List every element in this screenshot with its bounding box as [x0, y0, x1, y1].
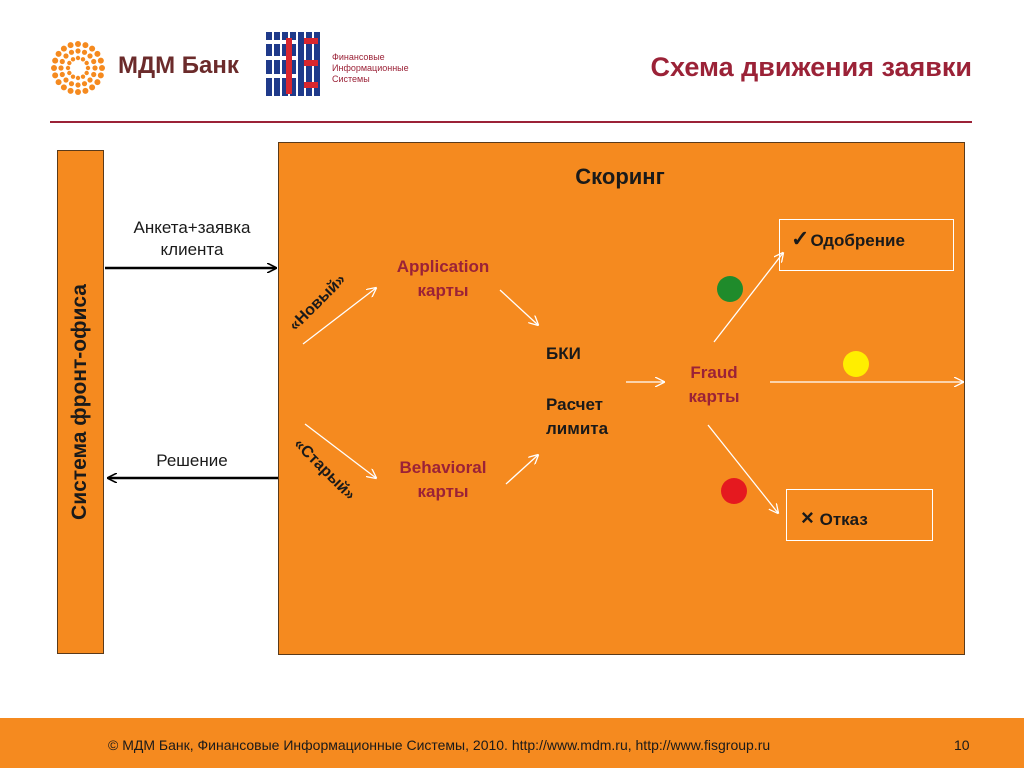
- fraud-cards-label: Fraud карты: [668, 361, 760, 409]
- logo-dot: [55, 50, 62, 57]
- logo-dot: [67, 70, 72, 76]
- logo-dot: [82, 42, 89, 49]
- green-signal-dot: [717, 276, 743, 302]
- logo-dot: [60, 45, 67, 52]
- logo-dot: [82, 87, 89, 94]
- new-client-arrow: [302, 288, 376, 345]
- application-cards-line-2: карты: [417, 281, 469, 300]
- logo-dot: [85, 65, 91, 71]
- cross-icon: ×: [801, 505, 814, 530]
- fraud-cards-line-1: Fraud: [690, 363, 738, 382]
- logo-dot: [68, 81, 75, 87]
- logo-dot: [67, 60, 72, 66]
- decision-label: Решение: [156, 451, 228, 470]
- logo-dot: [67, 42, 74, 49]
- logo-dot: [89, 84, 96, 91]
- logo-dot: [75, 82, 81, 88]
- logo-dot: [59, 58, 65, 65]
- logo-dot: [75, 41, 81, 47]
- logo-dot: [63, 53, 69, 59]
- yellow-signal-dot: [843, 351, 869, 377]
- logo-dot: [59, 71, 65, 78]
- logo-dot: [81, 81, 88, 87]
- old-client-arrow: [304, 423, 376, 478]
- application-to-bki-arrow: [499, 289, 538, 325]
- logo-dot: [55, 79, 62, 86]
- rejection-text: × Отказ: [801, 505, 868, 531]
- logo-dot: [87, 53, 93, 59]
- fis-logo-text: Финансовые Информационные Системы: [332, 52, 409, 85]
- logo-dot: [67, 87, 74, 94]
- behavioral-cards-line-1: Behavioral: [399, 458, 487, 477]
- approval-text: ✓Одобрение: [791, 226, 905, 252]
- logo-dot: [97, 57, 104, 64]
- request-label-line-1: Анкета+заявка: [133, 218, 251, 237]
- fraud-cards-line-2: карты: [688, 387, 740, 406]
- bank-logo-text: МДМ Банк: [118, 52, 239, 79]
- page-number: 10: [954, 737, 970, 753]
- footer-copyright: © МДМ Банк, Финансовые Информационные Си…: [108, 737, 771, 753]
- fis-logo-line-2: Информационные: [332, 63, 409, 73]
- logo-dot: [68, 49, 75, 55]
- logo-dot: [75, 89, 81, 95]
- behavioral-cards-label: Behavioral карты: [368, 456, 518, 504]
- logo-dot: [51, 65, 57, 71]
- fraud-to-rejection-arrow: [707, 424, 778, 513]
- behavioral-to-bki-arrow: [505, 455, 538, 485]
- header-divider: [50, 121, 972, 123]
- logo-dot: [84, 70, 89, 76]
- logo-dot: [70, 74, 76, 79]
- logo-dot: [80, 74, 86, 79]
- approval-box: [779, 219, 954, 271]
- rejection-box: [786, 489, 933, 541]
- logo-dot: [60, 84, 67, 91]
- logo-dot: [99, 65, 105, 71]
- bki-label: БКИ: [546, 344, 581, 363]
- logo-dot: [92, 65, 98, 71]
- application-cards-line-1: Application: [396, 257, 490, 276]
- front-office-box: [57, 150, 104, 654]
- logo-dot: [94, 50, 101, 57]
- fis-logo-line-1: Финансовые: [332, 52, 385, 62]
- request-label-line-2: клиента: [160, 240, 224, 259]
- scoring-title: Скоринг: [575, 164, 665, 189]
- limit-calculation-label: Расчет лимита: [546, 393, 608, 441]
- logo-dot: [87, 77, 93, 83]
- request-label: Анкета+заявка клиента: [108, 217, 276, 261]
- logo-dot: [91, 58, 97, 65]
- application-cards-label: Application карты: [368, 255, 518, 303]
- fraud-to-approval-arrow: [713, 253, 783, 343]
- mdm-bank-logo-icon: [51, 41, 105, 95]
- approval-label: Одобрение: [810, 231, 905, 250]
- fis-logo-line-3: Системы: [332, 74, 370, 84]
- behavioral-cards-line-2: карты: [417, 482, 469, 501]
- logo-dot: [91, 71, 97, 78]
- logo-dot: [58, 65, 64, 71]
- logo-dot: [70, 57, 76, 62]
- logo-dot: [81, 49, 88, 55]
- logo-dot: [84, 60, 89, 66]
- logo-dot: [97, 72, 104, 79]
- footer-bar: [0, 718, 1024, 768]
- slide-title: Схема движения заявки: [650, 52, 972, 82]
- logo-dot: [63, 77, 69, 83]
- scoring-box: [278, 142, 965, 655]
- logo-dot: [80, 57, 86, 62]
- logo-dot: [75, 48, 81, 54]
- limit-calculation-line-1: Расчет: [546, 395, 604, 414]
- limit-calculation-line-2: лимита: [546, 419, 609, 438]
- logo-dot: [65, 65, 71, 71]
- logo-dot: [94, 79, 101, 86]
- rejection-label: Отказ: [819, 510, 868, 529]
- logo-dot: [52, 72, 59, 79]
- logo-dot: [75, 75, 81, 81]
- red-signal-dot: [721, 478, 747, 504]
- checkmark-icon: ✓: [791, 226, 810, 251]
- logo-dot: [75, 55, 81, 61]
- logo-dot: [89, 45, 96, 52]
- logo-dot: [52, 57, 59, 64]
- fis-logo-icon: [264, 30, 328, 98]
